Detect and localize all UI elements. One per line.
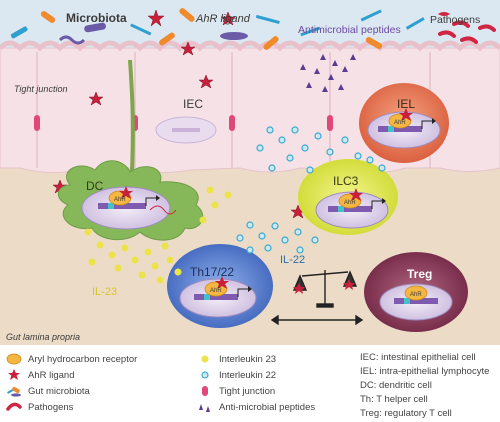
- legend-label: Tight junction: [219, 385, 276, 397]
- legend-label: Anti-microbial peptides: [219, 401, 316, 413]
- legend: Aryl hydrocarbon receptor AhR ligand Gut…: [0, 345, 500, 422]
- label-iel: IEL: [397, 97, 415, 111]
- legend-label: Gut microbiota: [28, 385, 90, 397]
- legend-item: Interleukin 22: [197, 369, 276, 381]
- label-il23: IL-23: [92, 286, 117, 298]
- label-gut-lamina-propria: Gut lamina propria: [6, 332, 80, 342]
- label-antimicrobial-peptides: Antimicrobial peptides: [298, 24, 401, 36]
- abbreviation-treg: Treg: regulatory T cell: [360, 408, 452, 419]
- legend-item: Interleukin 23: [197, 353, 276, 365]
- legend-item: Tight junction: [197, 385, 275, 397]
- label-ilc3: ILC3: [333, 174, 359, 188]
- legend-item: Gut microbiota: [6, 385, 90, 397]
- il22-dots: [236, 126, 386, 254]
- legend-label: Pathogens: [28, 401, 74, 413]
- abbreviation-dc: DC: dendritic cell: [360, 380, 432, 391]
- yellow-dot-icon: [197, 353, 213, 365]
- label-ahr-ligand: AhR ligand: [195, 13, 251, 25]
- ahr-badge-text: AhR: [394, 120, 406, 126]
- ahr-complex: [328, 188, 386, 212]
- diagram-canvas: Microbiota AhR ligand Pathogens Antimicr…: [0, 0, 500, 345]
- abbreviation-iel: IEL: intra-epithelial lymphocyte: [360, 366, 490, 377]
- ahr-complex: [194, 276, 252, 300]
- pathogen-icon: [6, 401, 22, 413]
- ahr-complex: [394, 285, 438, 304]
- balance-scale-icon: [292, 270, 358, 308]
- legend-label: Interleukin 22: [219, 369, 277, 381]
- ahr-badge-text: AhR: [210, 288, 222, 294]
- ahr-badge-text: AhR: [114, 197, 126, 203]
- blue-dot-icon: [197, 369, 213, 381]
- label-dc: DC: [86, 179, 104, 193]
- label-treg: Treg: [407, 267, 432, 281]
- microbiota-cluster: [10, 8, 425, 50]
- tight-junction-icon: [197, 385, 213, 397]
- ahr-badge-text: AhR: [410, 292, 422, 298]
- ahr-receptor-icon: [6, 353, 22, 365]
- label-th17-22: Th17/22: [190, 265, 234, 279]
- ahr-complex: [98, 186, 177, 215]
- ahr-complex: [378, 108, 436, 132]
- tight-junction-marker: [327, 115, 333, 131]
- label-iec: IEC: [183, 97, 203, 111]
- bidirectional-arrow: [270, 314, 364, 326]
- legend-label: Interleukin 23: [219, 353, 277, 365]
- pathogen-cluster: [438, 12, 496, 44]
- label-microbiota: Microbiota: [66, 11, 127, 25]
- legend-item: AhR ligand: [6, 369, 74, 381]
- antimicrobial-peptides-cluster: [300, 54, 356, 92]
- label-pathogens: Pathogens: [430, 14, 480, 26]
- tight-junction-marker: [229, 115, 235, 131]
- triangle-icon: [197, 401, 213, 413]
- legend-label: Aryl hydrocarbon receptor: [28, 353, 138, 365]
- legend-label: AhR ligand: [28, 369, 75, 381]
- gut-microbiota-icon: [6, 385, 22, 397]
- abbreviation-th: Th: T helper cell: [360, 394, 428, 405]
- label-il22: IL-22: [280, 254, 305, 266]
- star-icon: [6, 369, 22, 381]
- tight-junction-marker: [34, 115, 40, 131]
- ahr-badge-text: AhR: [344, 200, 356, 206]
- legend-item: Anti-microbial peptides: [197, 401, 315, 413]
- abbreviation-iec: IEC: intestinal epithelial cell: [360, 352, 476, 363]
- label-tight-junction: Tight junction: [14, 84, 67, 94]
- il23-dots: [84, 186, 232, 284]
- legend-item: Aryl hydrocarbon receptor: [6, 353, 137, 365]
- legend-item: Pathogens: [6, 401, 73, 413]
